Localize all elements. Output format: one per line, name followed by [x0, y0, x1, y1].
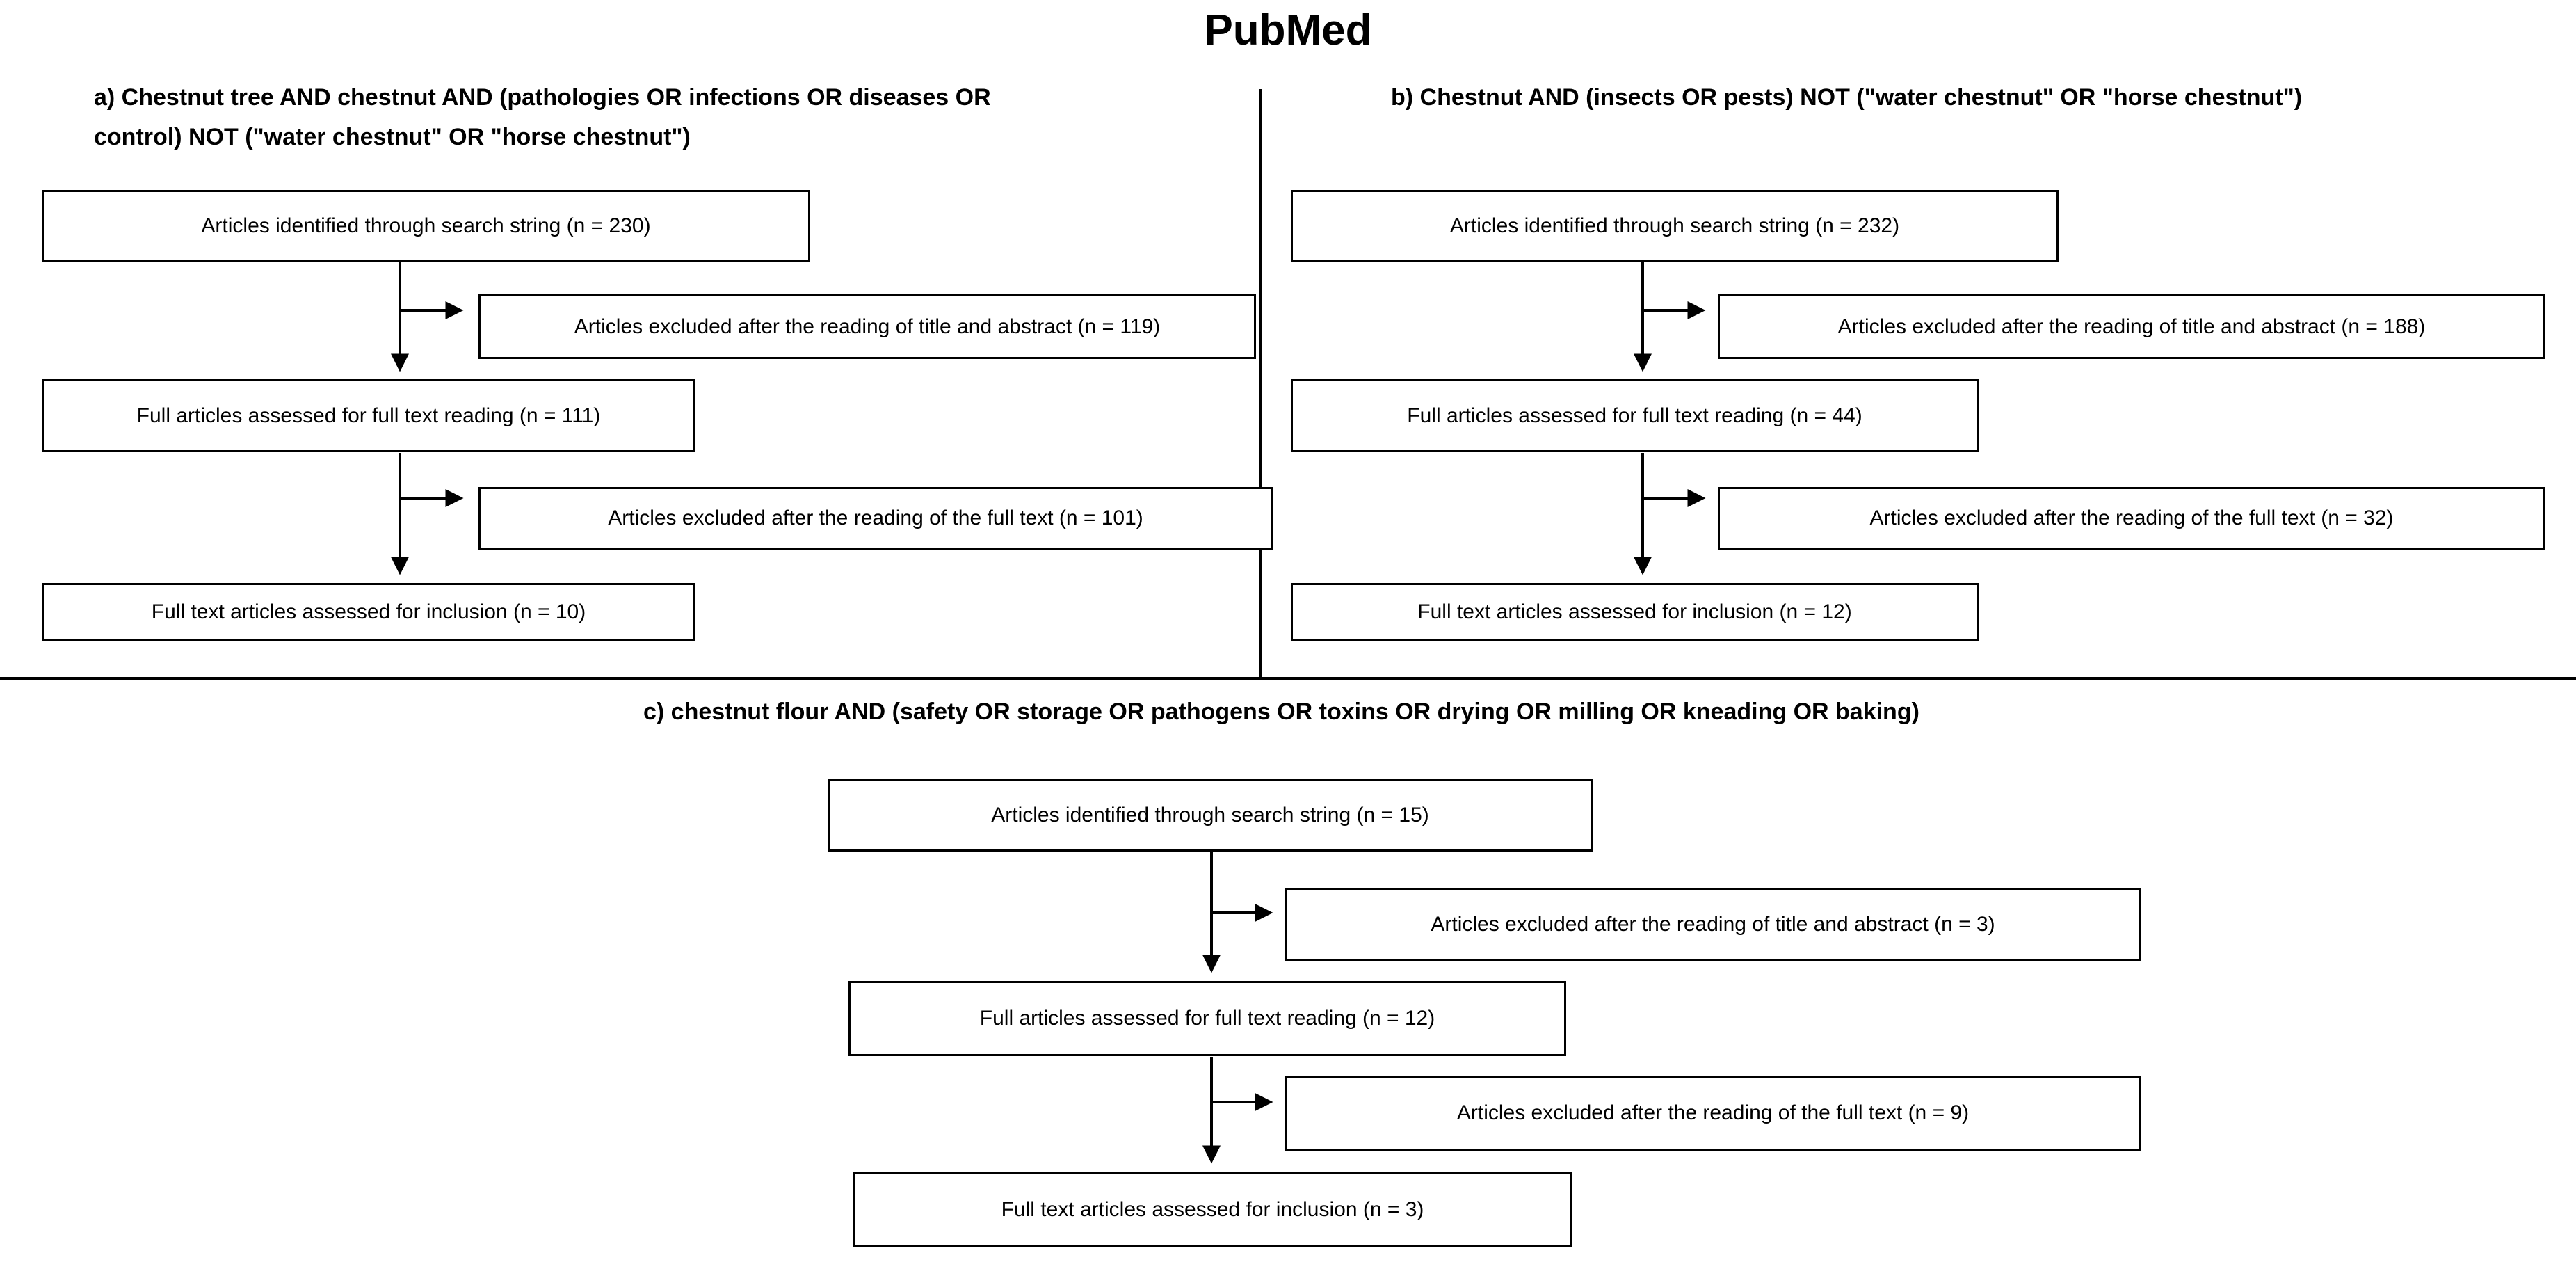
box-a-excluded-title-abstract-label: Articles excluded after the reading of t…	[574, 314, 1161, 338]
section-a-heading-line1: a) Chestnut tree AND chestnut AND (patho…	[94, 84, 991, 111]
box-b-full-text-reading: Full articles assessed for full text rea…	[1291, 379, 1979, 452]
box-b-excluded-title-abstract-label: Articles excluded after the reading of t…	[1837, 314, 2426, 338]
box-a-excluded-full-text: Articles excluded after the reading of t…	[478, 487, 1273, 550]
box-c-full-text-reading: Full articles assessed for full text rea…	[848, 981, 1566, 1056]
box-a-identified: Articles identified through search strin…	[42, 190, 810, 262]
box-a-full-text-reading-label: Full articles assessed for full text rea…	[136, 404, 601, 427]
box-a-inclusion: Full text articles assessed for inclusio…	[42, 583, 695, 641]
box-b-inclusion-label: Full text articles assessed for inclusio…	[1417, 600, 1852, 623]
page-title: PubMed	[1204, 6, 1372, 54]
section-b-heading-line1: b) Chestnut AND (insects OR pests) NOT (…	[1391, 84, 2303, 111]
section-a-heading: a) Chestnut tree AND chestnut AND (patho…	[94, 78, 991, 157]
section-c-heading-line1: c) chestnut flour AND (safety OR storage…	[643, 699, 1919, 725]
box-a-excluded-title-abstract: Articles excluded after the reading of t…	[478, 294, 1256, 359]
box-b-excluded-full-text: Articles excluded after the reading of t…	[1718, 487, 2545, 550]
box-c-full-text-reading-label: Full articles assessed for full text rea…	[979, 1007, 1435, 1030]
box-a-excluded-full-text-label: Articles excluded after the reading of t…	[608, 506, 1143, 529]
section-divider-line	[0, 677, 2576, 680]
box-b-excluded-title-abstract: Articles excluded after the reading of t…	[1718, 294, 2545, 359]
column-divider-line	[1259, 89, 1262, 680]
box-a-identified-label: Articles identified through search strin…	[201, 214, 651, 237]
section-b-heading: b) Chestnut AND (insects OR pests) NOT (…	[1391, 78, 2302, 118]
box-b-full-text-reading-label: Full articles assessed for full text rea…	[1407, 404, 1862, 427]
box-c-excluded-title-abstract: Articles excluded after the reading of t…	[1285, 888, 2141, 961]
box-b-identified-label: Articles identified through search strin…	[1449, 214, 1900, 237]
box-c-inclusion: Full text articles assessed for inclusio…	[853, 1172, 1572, 1247]
box-a-inclusion-label: Full text articles assessed for inclusio…	[151, 600, 586, 623]
box-c-identified-label: Articles identified through search strin…	[991, 804, 1429, 827]
box-c-identified: Articles identified through search strin…	[828, 779, 1593, 852]
section-c-heading: c) chestnut flour AND (safety OR storage…	[643, 692, 1919, 732]
section-a-heading-line2: control) NOT ("water chestnut" OR "horse…	[94, 124, 691, 150]
box-c-inclusion-label: Full text articles assessed for inclusio…	[1001, 1197, 1424, 1221]
box-c-excluded-title-abstract-label: Articles excluded after the reading of t…	[1431, 912, 1995, 936]
box-c-excluded-full-text-label: Articles excluded after the reading of t…	[1456, 1101, 1970, 1124]
box-b-excluded-full-text-label: Articles excluded after the reading of t…	[1869, 506, 2394, 529]
box-b-identified: Articles identified through search strin…	[1291, 190, 2059, 262]
box-c-excluded-full-text: Articles excluded after the reading of t…	[1285, 1076, 2141, 1151]
box-b-inclusion: Full text articles assessed for inclusio…	[1291, 583, 1979, 641]
box-a-full-text-reading: Full articles assessed for full text rea…	[42, 379, 695, 452]
